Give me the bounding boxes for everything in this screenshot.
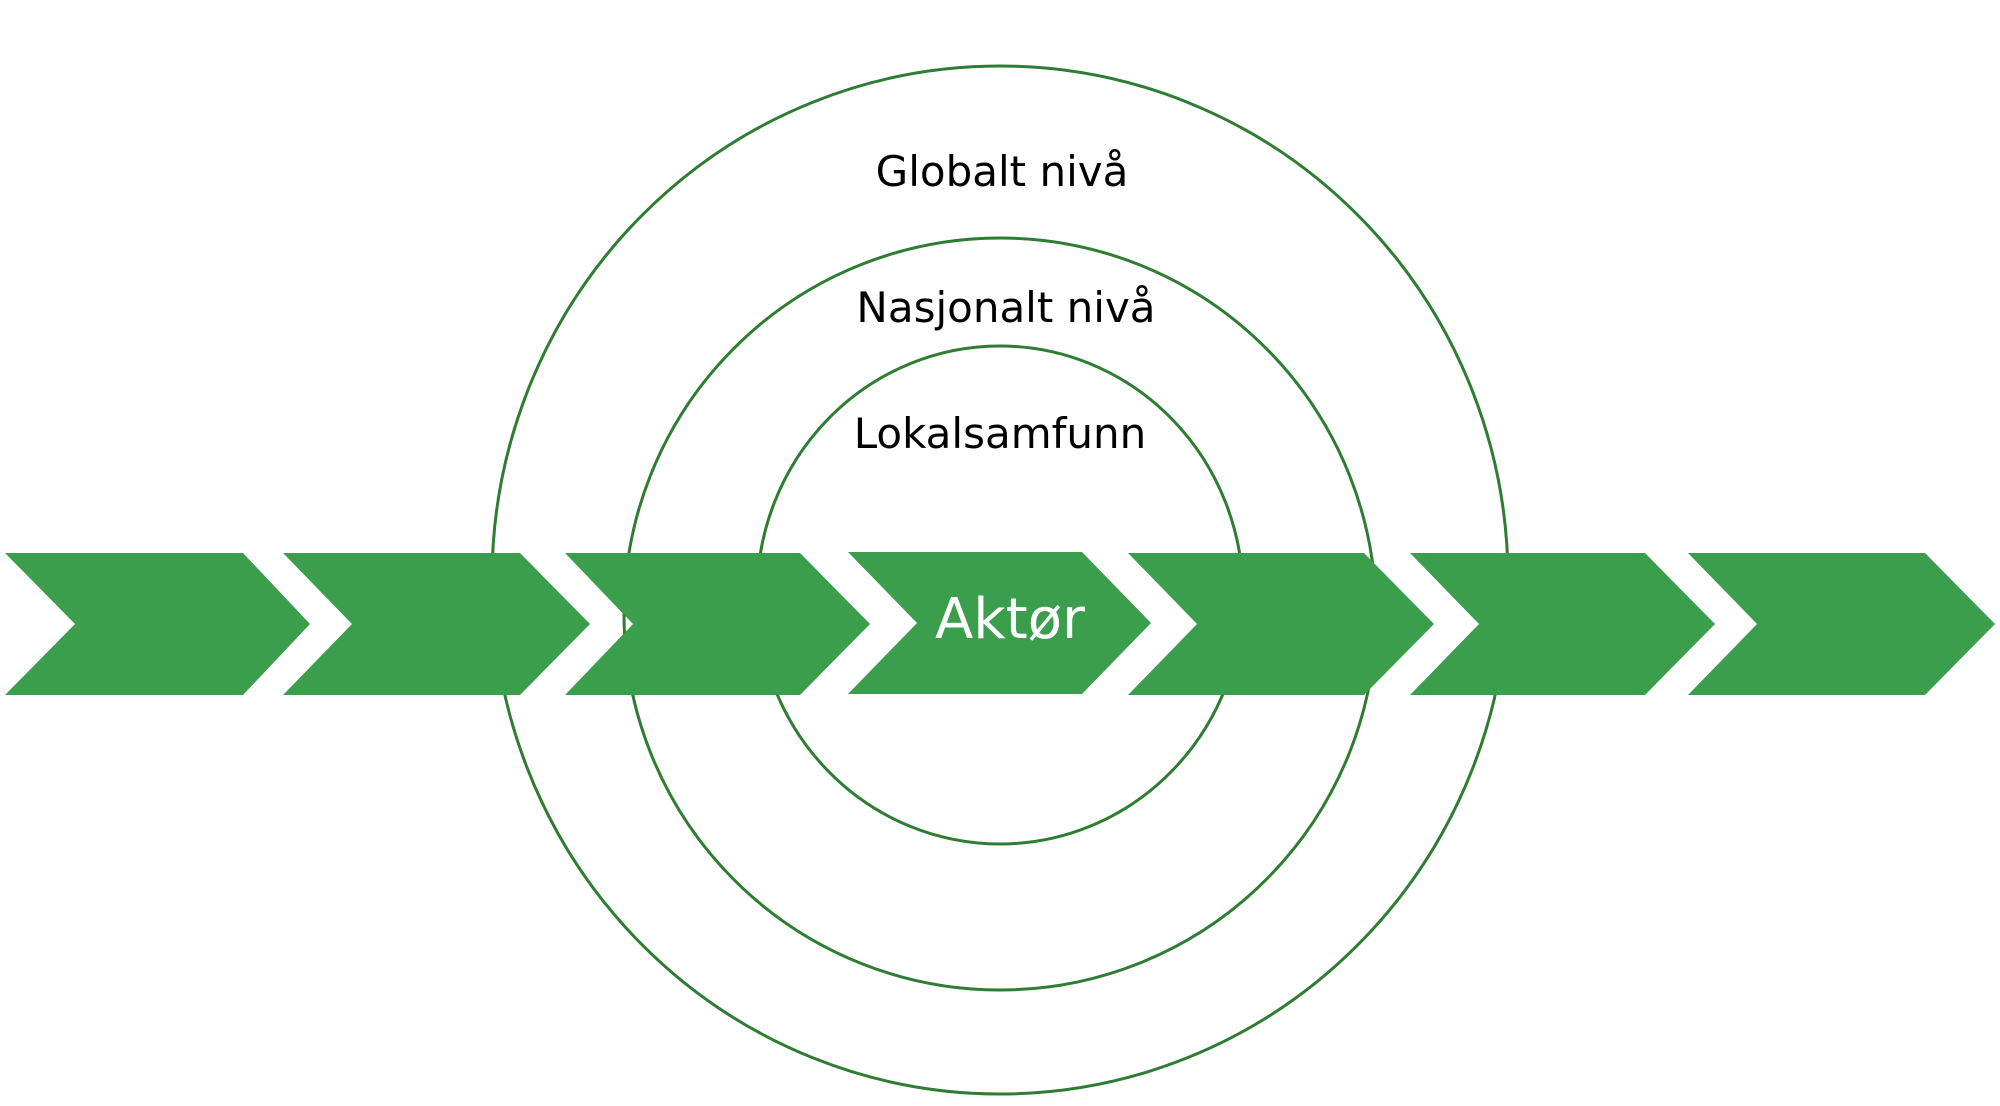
label-national-level: Nasjonalt nivå [856, 283, 1155, 332]
chevron-row [5, 552, 1995, 695]
label-actor: Aktør [935, 587, 1086, 652]
chevron-1 [5, 553, 310, 695]
chevron-2 [283, 553, 590, 695]
chevron-3 [565, 553, 870, 695]
chevron-6 [1410, 553, 1715, 695]
chevron-4-actor [848, 552, 1151, 694]
chevron-5 [1128, 553, 1434, 695]
chevron-7 [1688, 553, 1995, 695]
label-global-level: Globalt nivå [876, 147, 1129, 196]
label-local-community: Lokalsamfunn [854, 409, 1147, 458]
